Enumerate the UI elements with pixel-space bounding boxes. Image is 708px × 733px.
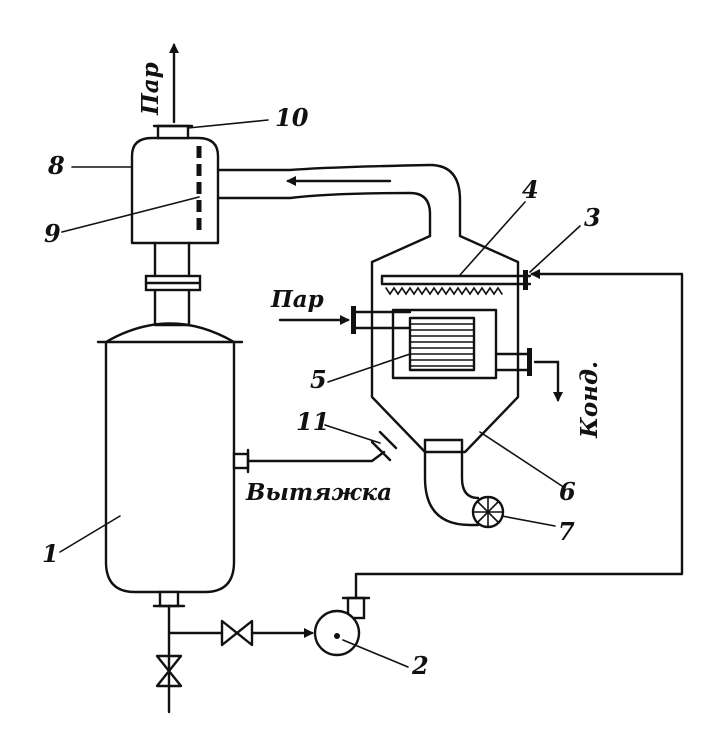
extraction-line: [246, 450, 386, 463]
valve-vertical: [155, 654, 183, 688]
label-8: 8: [47, 151, 65, 180]
pump-2: [313, 609, 361, 657]
label-steam-top: Пар: [137, 62, 164, 116]
vessel-1: [96, 322, 250, 608]
valve-horizontal: [220, 619, 254, 647]
label-7: 7: [558, 517, 575, 546]
separator-8: [130, 124, 220, 245]
fan-7: [423, 438, 505, 529]
label-2: 2: [411, 651, 429, 680]
label-1: 1: [42, 539, 59, 568]
label-6: 6: [559, 477, 576, 506]
label-3: 3: [584, 203, 601, 232]
vapour-pipe: [216, 163, 462, 238]
label-4: 4: [522, 175, 539, 204]
label-5: 5: [310, 365, 327, 394]
recirculation-line: [341, 269, 684, 620]
condensate-arrow: [533, 360, 563, 402]
label-9: 9: [44, 219, 61, 248]
label-11: 11: [296, 407, 329, 436]
label-steam-in: Пар: [270, 286, 324, 313]
bottom-piping: [167, 604, 314, 714]
leader-lines: [59, 119, 581, 668]
label-extraction: Вытяжка: [245, 479, 392, 506]
label-10: 10: [275, 103, 309, 132]
label-condensate: Конд.: [576, 361, 603, 439]
evaporator-6: [351, 234, 532, 462]
vessel-neck: [144, 241, 202, 327]
